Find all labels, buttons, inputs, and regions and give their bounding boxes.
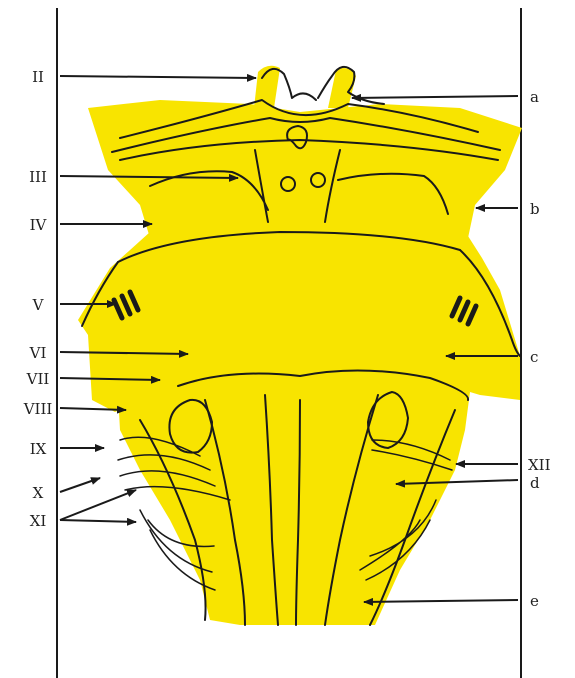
- optic-tract-region: [88, 100, 522, 238]
- label-d: d: [530, 474, 540, 492]
- pointer-II: [60, 76, 256, 78]
- pointer-XI-a: [60, 490, 136, 520]
- label-X: X: [33, 484, 44, 502]
- label-V: V: [32, 296, 45, 314]
- label-VI: VI: [29, 344, 47, 362]
- label-IX: IX: [30, 440, 47, 458]
- label-VIII: VIII: [23, 400, 53, 418]
- left-label-group: II III IV V VI VII VIII IX X XI: [23, 68, 53, 530]
- label-III: III: [29, 168, 47, 186]
- pointer-X: [60, 478, 100, 492]
- label-a: a: [530, 88, 539, 106]
- label-e: e: [530, 592, 539, 610]
- brainstem-body: [78, 66, 522, 625]
- pointer-e: [364, 600, 518, 602]
- right-label-group: a b c XII d e: [528, 88, 551, 610]
- pointer-XI-b: [60, 520, 136, 522]
- label-XII: XII: [528, 456, 551, 474]
- label-II: II: [32, 68, 44, 86]
- pointer-a: [352, 96, 518, 98]
- label-IV: IV: [30, 216, 48, 234]
- label-c: c: [530, 348, 538, 366]
- label-VII: VII: [26, 370, 50, 388]
- medulla-region: [118, 366, 470, 625]
- label-XI: XI: [30, 512, 47, 530]
- label-b: b: [530, 200, 540, 218]
